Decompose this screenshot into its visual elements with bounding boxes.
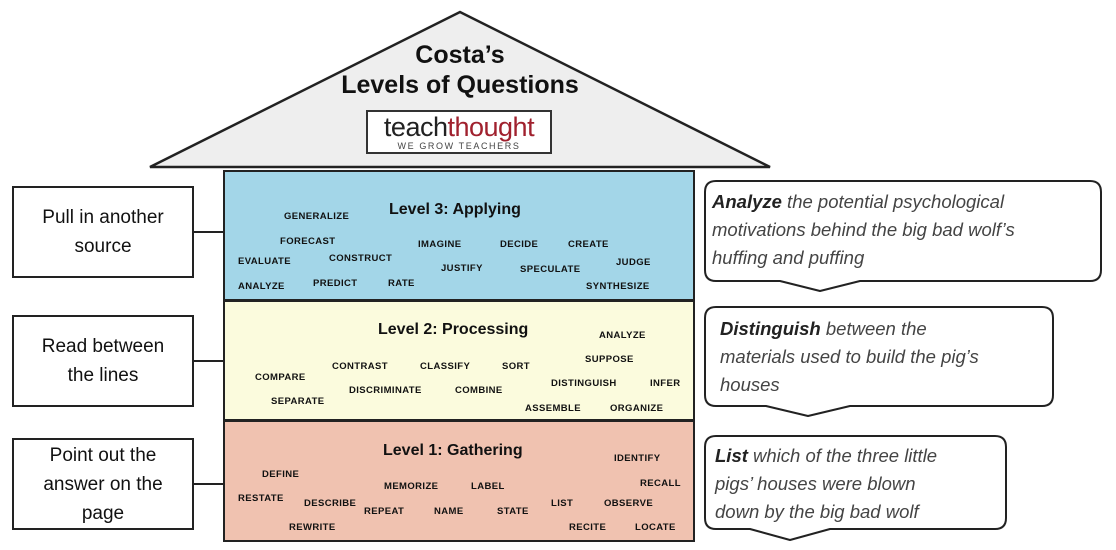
left-box-line: Pull in another	[42, 207, 164, 228]
left-box-line: the lines	[67, 365, 139, 386]
verb-recall: RECALL	[640, 478, 681, 489]
bubble-keyword: List	[715, 445, 748, 466]
level-1-band: Level 1: Gathering IDENTIFY DEFINE RECAL…	[223, 420, 695, 542]
bubble-line: pigs’ houses were blown	[715, 473, 916, 494]
verb-list: LIST	[551, 498, 574, 509]
verb-speculate: SPECULATE	[520, 264, 581, 275]
bubble-line: down by the big bad wolf	[715, 501, 919, 522]
verb-create: CREATE	[568, 239, 609, 250]
verb-judge: JUDGE	[616, 257, 651, 268]
verb-generalize: GENERALIZE	[284, 211, 350, 222]
verb-name: NAME	[434, 506, 464, 517]
level-2-title: Level 2: Processing	[378, 321, 529, 338]
verb-assemble: ASSEMBLE	[525, 403, 581, 414]
verb-construct: CONSTRUCT	[329, 253, 393, 264]
level-1-title: Level 1: Gathering	[383, 442, 523, 459]
roof-triangle	[149, 10, 771, 169]
left-box-line: page	[81, 502, 125, 524]
logo-tagline: WE GROW TEACHERS	[397, 141, 521, 151]
level-2-band: Level 2: Processing ANALYZE SUPPOSE CONT…	[223, 300, 695, 421]
verb-sort: SORT	[502, 361, 530, 372]
verb-organize: ORGANIZE	[610, 403, 664, 414]
verb-locate: LOCATE	[635, 522, 676, 533]
verb-classify: CLASSIFY	[420, 361, 471, 372]
bubble-text-level-2: Distinguish between the materials used t…	[720, 315, 979, 399]
verb-imagine: IMAGINE	[418, 239, 462, 250]
verb-repeat: REPEAT	[364, 506, 405, 517]
left-box-line: Read between	[41, 336, 165, 357]
left-box-level-1: Point out the answer on the page	[12, 438, 194, 530]
verb-forecast: FORECAST	[280, 236, 336, 247]
bubble-line: materials used to build the pig’s	[720, 346, 979, 367]
left-box-line: answer on the	[43, 473, 163, 495]
verb-synthesize: SYNTHESIZE	[586, 281, 650, 292]
verb-decide: DECIDE	[500, 239, 539, 250]
left-box-line: Point out the	[49, 444, 157, 466]
verb-memorize: MEMORIZE	[384, 481, 439, 492]
verb-justify: JUSTIFY	[441, 263, 483, 274]
verb-rate: RATE	[388, 278, 415, 289]
bubble-text-level-3: Analyze the potential psychological moti…	[712, 188, 1015, 272]
verb-separate: SEPARATE	[271, 396, 325, 407]
verb-define: DEFINE	[262, 469, 300, 480]
level-3-band: Level 3: Applying GENERALIZE FORECAST CO…	[223, 170, 695, 301]
bubble-keyword: Analyze	[712, 191, 782, 212]
verb-identify: IDENTIFY	[614, 453, 661, 464]
bubble-line: huffing and puffing	[712, 247, 865, 268]
bubble-line: the potential psychological	[781, 191, 1005, 212]
verb-restate: RESTATE	[238, 493, 284, 504]
verb-label: LABEL	[471, 481, 505, 492]
left-box-line: source	[74, 236, 132, 257]
bubble-line: between the	[820, 318, 927, 339]
level-3-title: Level 3: Applying	[389, 201, 521, 218]
verb-describe: DESCRIBE	[304, 498, 357, 509]
verb-observe: OBSERVE	[604, 498, 654, 509]
bubble-line: motivations behind the big bad wolf’s	[712, 219, 1015, 240]
verb-compare: COMPARE	[255, 372, 306, 383]
bubble-line: which of the three little	[747, 445, 938, 466]
bubble-keyword: Distinguish	[720, 318, 821, 339]
logo-wordmark: teachthought	[368, 113, 550, 141]
left-box-level-3: Pull in another source	[12, 186, 194, 278]
verb-infer: INFER	[650, 378, 681, 389]
verb-distinguish: DISTINGUISH	[551, 378, 617, 389]
verb-rewrite: REWRITE	[289, 522, 336, 533]
diagram-title-line1: Costa’s	[415, 41, 505, 69]
diagram-title-line2: Levels of Questions	[341, 71, 579, 99]
verb-suppose: SUPPOSE	[585, 354, 634, 365]
left-box-level-2: Read between the lines	[12, 315, 194, 407]
verb-combine: COMBINE	[455, 385, 503, 396]
verb-recite: RECITE	[569, 522, 607, 533]
verb-analyze: ANALYZE	[238, 281, 285, 292]
verb-analyze: ANALYZE	[599, 330, 646, 341]
bubble-text-level-1: List which of the three little pigs’ hou…	[715, 442, 937, 526]
logo-thought: thought	[447, 112, 535, 142]
verb-evaluate: EVALUATE	[238, 256, 291, 267]
verb-state: STATE	[497, 506, 529, 517]
verb-predict: PREDICT	[313, 278, 358, 289]
verb-contrast: CONTRAST	[332, 361, 388, 372]
logo-teach: teach	[383, 112, 448, 142]
bubble-line: houses	[720, 374, 780, 395]
teachthought-logo: teachthought WE GROW TEACHERS	[366, 110, 552, 154]
verb-discriminate: DISCRIMINATE	[349, 385, 422, 396]
